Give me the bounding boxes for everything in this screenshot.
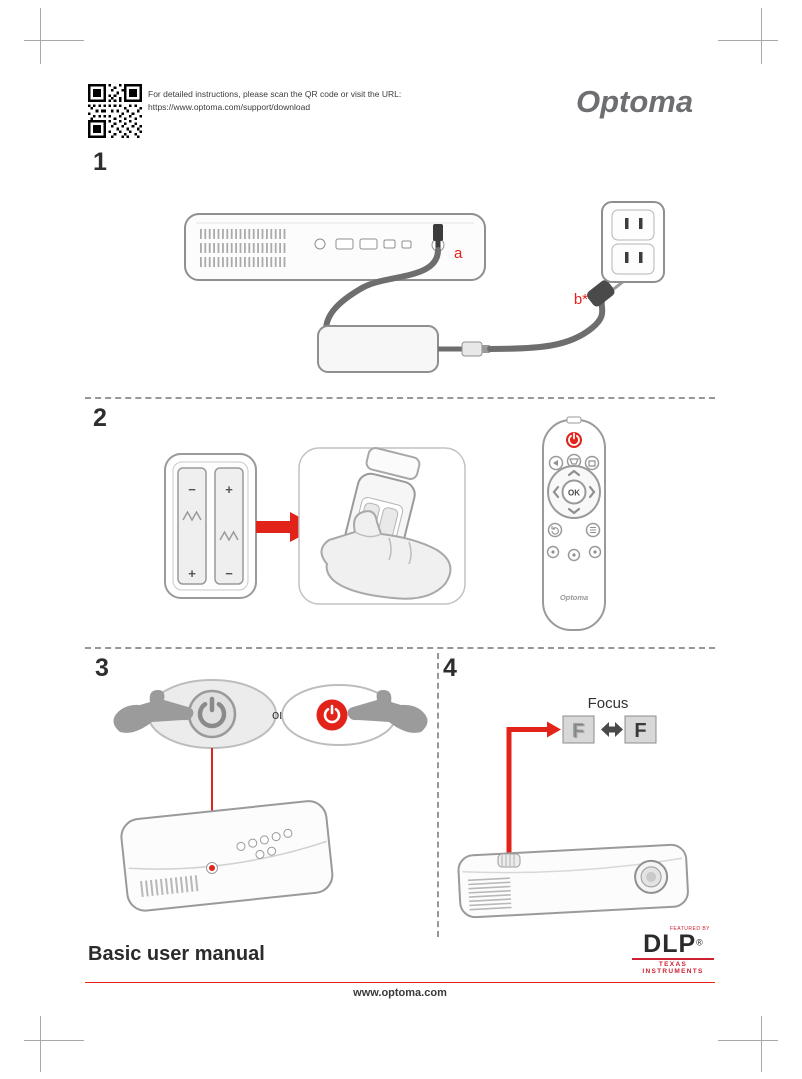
power-icon [568,432,580,446]
battery: + − [214,467,244,585]
ok-label: OK [568,489,580,498]
chevron-down-icon [567,507,581,515]
focus-after-box: F [624,715,657,744]
remote-brand-label: Optoma [560,593,588,602]
dlp-logo: FEATURED BY DLP® TEXAS INSTRUMENTS [632,926,714,975]
chevron-left-icon [552,485,560,499]
section-divider-vertical [437,653,439,937]
chevron-up-icon [567,469,581,477]
battery-spring-icon [182,510,202,522]
dlp-featured-label: FEATURED BY [669,926,710,932]
chevron-right-icon [588,485,596,499]
lens [634,859,669,894]
remote-button [584,455,600,471]
io-ports [314,238,445,252]
menu-icon [590,526,596,534]
svg-text:F: F [634,720,646,742]
crop-mark [24,1040,84,1041]
qr-code [88,84,142,138]
label-a: a [454,245,463,262]
remote-power-button [316,699,348,731]
step-1-diagram: a b* [184,201,665,373]
power-icon [323,704,341,724]
projector-rear [184,213,486,281]
step-3-number: 3 [95,654,109,682]
crop-mark [718,1040,778,1041]
crop-mark [761,8,762,64]
focus-before-box: F F [562,715,595,744]
projector-top-view [120,800,334,912]
footer-rule [85,982,715,983]
hand-icon [347,690,428,733]
qr-instructions: For detailed instructions, please scan t… [148,88,401,114]
battery-spring-icon [219,530,239,542]
section-divider [85,647,715,649]
cord-connector [461,341,483,357]
crop-mark [40,1016,41,1072]
svg-text:+: + [225,482,233,497]
ok-button [561,479,587,505]
wall-outlet [601,201,665,283]
focus-arrowhead-icon [547,721,561,738]
or-label: or [272,707,284,722]
vent-grille [200,229,288,267]
wall-cord [487,297,606,352]
cord-connector-tip [482,345,490,353]
step-4-diagram: Focus F F F [457,695,689,919]
remote-button-glyph [553,460,558,466]
dlp-registered-mark: ® [696,937,703,948]
svg-text:+: + [188,566,196,581]
hand-inserting-batteries [298,447,466,605]
remote-dpad: OK [547,465,601,519]
remote-button-glyph [588,460,596,467]
hand-icon [113,690,194,733]
crop-mark [40,8,41,64]
svg-text:F: F [573,721,585,743]
focus-label: Focus [588,695,629,712]
dlp-name: DLP [643,930,697,958]
dc-cable [323,247,441,333]
power-adapter-brick [317,325,439,373]
battery: − + [177,467,207,585]
crop-mark [718,40,778,41]
instruction-line-1: For detailed instructions, please scan t… [148,89,402,99]
step-2-number: 2 [93,404,107,432]
svg-text:−: − [188,482,196,497]
focus-wheel [497,853,521,868]
crop-mark [24,40,84,41]
power-icon [197,696,227,729]
control-keys [236,828,293,859]
dc-plug [433,224,443,250]
step-1-number: 1 [93,148,107,176]
remote-power-button [566,432,582,448]
step-4-number: 4 [443,654,457,682]
keypad-power-callout [113,679,277,749]
section-divider [85,397,715,399]
power-key-highlight [209,865,215,871]
projector-side-view [457,843,689,919]
remote-button-glyph [569,458,579,465]
dlp-company: TEXAS INSTRUMENTS [632,958,714,975]
page-title: Basic user manual [88,943,265,965]
dlp-name-row: DLP® [632,932,714,957]
instruction-line-2: https://www.optoma.com/support/download [148,102,311,112]
remote-power-callout [281,684,428,746]
battery-compartment: − + + − [164,453,257,599]
ir-window [566,416,582,424]
optoma-logo: Optoma [576,84,694,119]
double-arrow-icon [601,722,623,737]
svg-text:−: − [225,566,233,581]
label-b: b* [574,291,588,308]
svg-text:F: F [572,720,584,742]
website-url: www.optoma.com [353,987,447,999]
focus-arrow [506,727,547,864]
remote-control: OK Optoma [542,416,606,631]
back-icon [551,526,559,535]
hand-icon [320,510,452,600]
step-3-diagram: or [113,679,428,912]
vent-grille [467,877,512,912]
crop-mark [761,1016,762,1072]
